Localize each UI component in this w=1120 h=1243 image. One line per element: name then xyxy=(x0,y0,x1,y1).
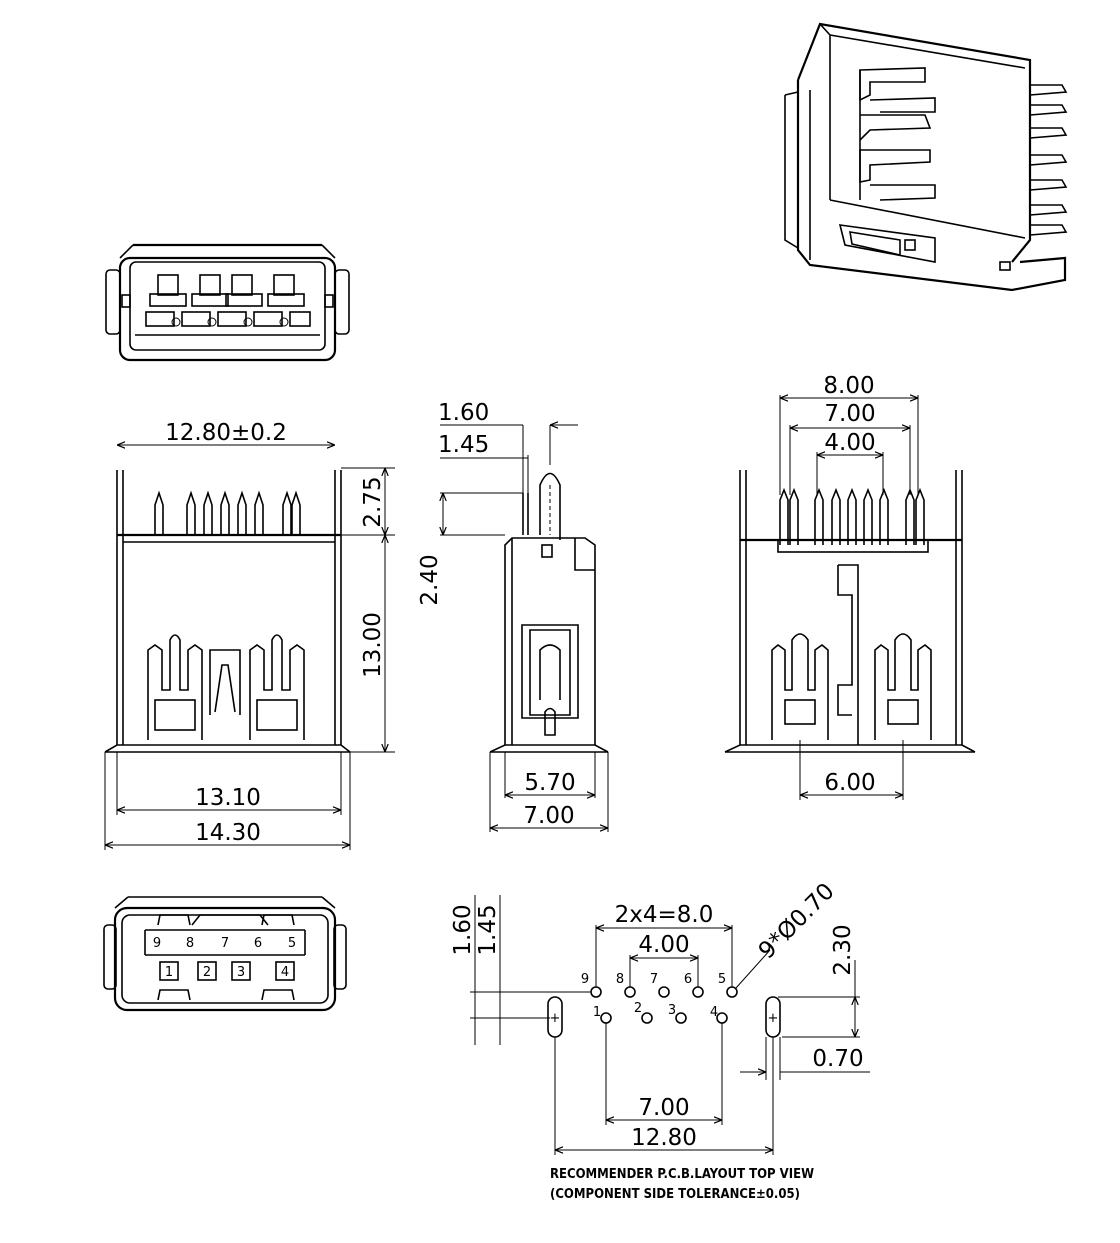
pcb-holes-top xyxy=(590,986,738,998)
back-dimensions: 8.00 7.00 4.00 6.00 xyxy=(779,373,919,800)
side-dimensions: 1.60 1.45 2.40 5.70 7.00 xyxy=(417,400,609,832)
pin-label: 3 xyxy=(237,965,245,980)
pcb-pin-label: 1 xyxy=(593,1005,601,1020)
pin-label: 6 xyxy=(254,936,262,951)
dim-back-span-8: 8.00 xyxy=(823,373,874,399)
pin-labels-top: 9 8 7 6 5 xyxy=(153,936,296,951)
dim-back-span-4: 4.00 xyxy=(824,430,875,456)
dim-front-width-outer: 14.30 xyxy=(195,820,261,846)
front-opening-view xyxy=(105,243,350,362)
dim-front-height-body: 13.00 xyxy=(360,612,386,678)
pcb-pin-label: 8 xyxy=(616,972,624,987)
side-view xyxy=(489,472,609,753)
pcb-pin-label: 4 xyxy=(710,1005,718,1020)
dim-side-depth-outer: 7.00 xyxy=(523,803,574,829)
pcb-note-tolerance: (COMPONENT SIDE TOLERANCE±0.05) xyxy=(550,1187,800,1202)
dim-pcb-hole-spec: 9*Ø0.70 xyxy=(754,878,840,964)
dim-side-pin-thickness: 1.45 xyxy=(438,432,489,458)
pcb-pin-label: 3 xyxy=(668,1003,676,1018)
dim-pcb-span-12: 12.80 xyxy=(631,1125,697,1151)
dim-pcb-slot-height: 1.60 xyxy=(450,904,476,955)
front-pins xyxy=(154,490,301,535)
pcb-pin-label: 9 xyxy=(581,972,589,987)
pin-label: 1 xyxy=(165,965,173,980)
dim-back-span-6: 6.00 xyxy=(824,770,875,796)
pin-label: 5 xyxy=(288,936,296,951)
pin-label: 8 xyxy=(186,936,194,951)
dim-pcb-slot-height2: 1.45 xyxy=(475,904,501,955)
front-elevation-view xyxy=(104,470,351,753)
isometric-view xyxy=(784,22,1068,292)
svg-text:+: + xyxy=(768,1011,779,1026)
back-view xyxy=(724,470,976,753)
dim-pcb-inner-pitch: 4.00 xyxy=(638,932,689,958)
pcb-layout: + + 9 8 7 6 5 1 2 3 4 xyxy=(450,878,870,1202)
pin-label: 7 xyxy=(221,936,229,951)
dim-pcb-hole-pitch: 2x4=8.0 xyxy=(615,902,714,928)
dim-side-depth-inner: 5.70 xyxy=(524,770,575,796)
dim-pcb-row-spacing: 2.30 xyxy=(830,924,856,975)
isometric-pins xyxy=(1029,84,1068,236)
pin-label: 2 xyxy=(203,965,211,980)
pcb-hole-labels: 9 8 7 6 5 1 2 3 4 xyxy=(581,972,726,1020)
back-pins xyxy=(779,487,925,545)
pin-labels-bottom: 1 2 3 4 xyxy=(165,965,289,980)
pcb-note-title: RECOMMENDER P.C.B.LAYOUT TOP VIEW xyxy=(550,1167,814,1182)
dim-side-pin-offset: 2.40 xyxy=(417,554,443,605)
dim-side-pin-width: 1.60 xyxy=(438,400,489,426)
dim-front-width-inner: 13.10 xyxy=(195,785,261,811)
pin-numbering-view: 9 8 7 6 5 1 2 3 4 xyxy=(103,896,347,1012)
pcb-holes-bottom xyxy=(600,1012,728,1024)
pin-label: 9 xyxy=(153,936,161,951)
dim-pcb-slot-width: 0.70 xyxy=(812,1046,863,1072)
dim-front-width-top: 12.80±0.2 xyxy=(165,420,287,446)
svg-text:+: + xyxy=(550,1011,561,1026)
front-contacts xyxy=(145,274,311,327)
pin-label: 4 xyxy=(281,965,289,980)
dim-front-height-pins: 2.75 xyxy=(360,476,386,527)
pcb-pin-label: 7 xyxy=(650,972,658,987)
pcb-pin-label: 5 xyxy=(718,972,726,987)
front-dimensions: 12.80±0.2 2.75 13.00 13.10 14.30 xyxy=(104,420,395,850)
dim-pcb-span-7: 7.00 xyxy=(638,1095,689,1121)
dim-back-span-7: 7.00 xyxy=(824,401,875,427)
pcb-pin-label: 6 xyxy=(684,972,692,987)
pcb-pin-label: 2 xyxy=(634,1001,642,1016)
